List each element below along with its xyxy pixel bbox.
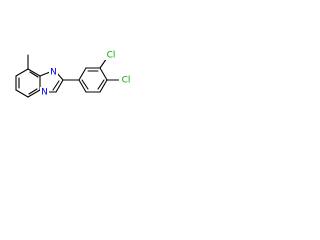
bond — [78, 79, 87, 93]
chlorine-atom-label: Cl — [122, 76, 131, 86]
bond — [78, 67, 87, 81]
bond — [39, 71, 51, 77]
chlorine-atom-label: Cl — [107, 51, 116, 61]
structure-canvas: N N Cl Cl — [0, 0, 152, 152]
double-bond — [97, 79, 105, 90]
double-bond — [29, 71, 39, 78]
bond — [27, 89, 41, 98]
bond — [55, 79, 64, 93]
pyridine-ring — [15, 68, 41, 98]
nitrogen-atom-label: N — [41, 88, 48, 98]
bond — [99, 67, 108, 81]
bond — [27, 68, 41, 77]
benzene-ring — [78, 67, 108, 93]
bond — [15, 89, 29, 98]
nitrogen-atom-label: N — [50, 68, 57, 78]
double-bond — [52, 80, 60, 91]
double-bond — [28, 88, 38, 95]
molecule-structure: N N Cl Cl — [15, 50, 133, 98]
bond — [99, 79, 108, 93]
double-bond — [81, 79, 89, 90]
bond — [15, 68, 29, 77]
